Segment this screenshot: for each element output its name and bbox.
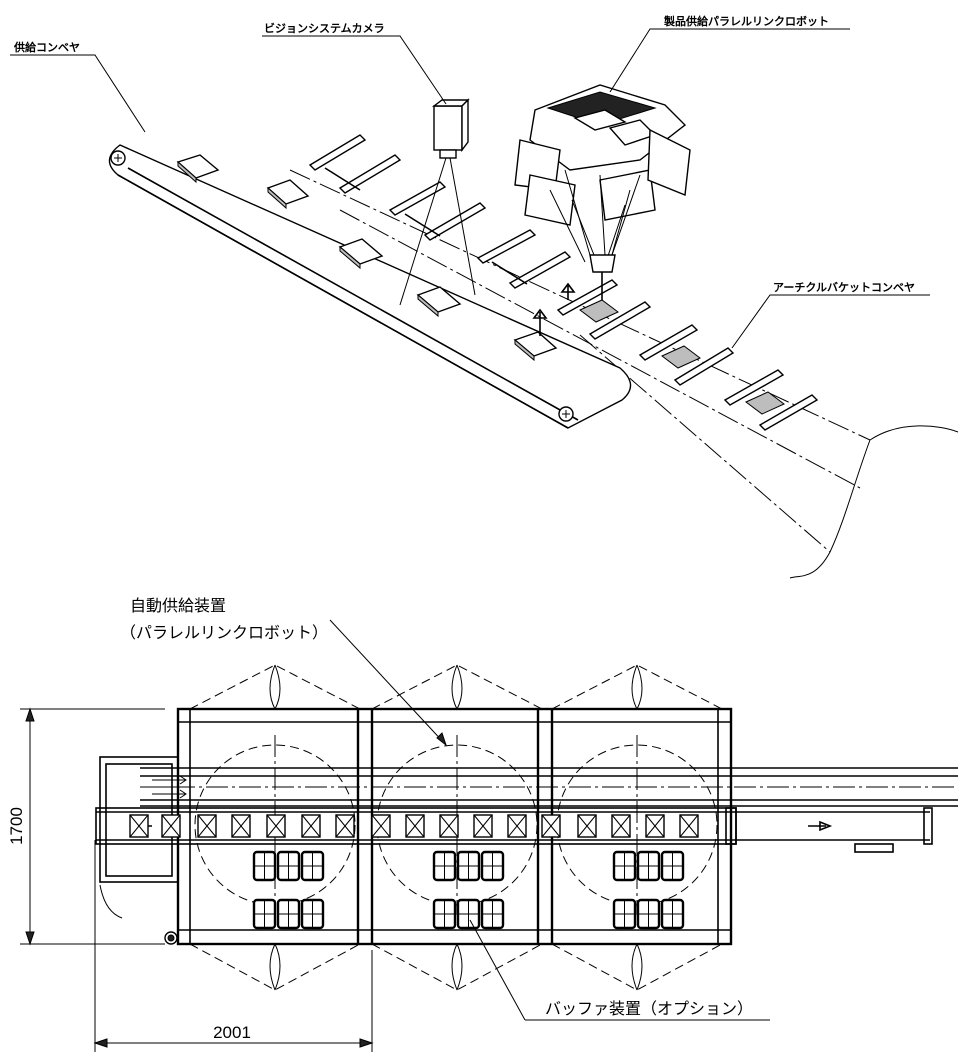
parallel-link-robot [514,84,691,300]
product-box [473,814,493,838]
product-box [405,814,425,838]
machine-frame [164,707,733,946]
supply-conveyor [108,144,632,429]
product-box [231,814,251,838]
dimension-height: 1700 [7,807,26,845]
product-box [507,814,527,838]
robot-label: 製品供給パラレルリンクロボット [663,14,829,28]
product-box [129,814,149,838]
auto-feeder-label: 自動供給装置 [130,596,226,615]
bucket-conveyor-centerlines [289,169,959,579]
leader-lines [10,28,930,349]
product-box [611,814,631,838]
buffer-tray [252,850,325,882]
product-box [301,814,321,838]
vision-camera-label: ビジョンシステムカメラ [264,21,385,35]
product-box [541,814,561,838]
product-box [679,814,699,838]
buffer-tray [612,850,685,882]
bucket-cradle [476,229,572,289]
product-box [335,814,355,838]
buffer-tray [432,850,505,882]
product-box [197,814,217,838]
bucket-cradle [308,134,402,194]
isometric-view: 供給コンベヤ ビジョンシステムカメラ 製品供給パラレルリンクロボット アーチクル… [10,14,959,579]
buffer-label: バッファ装置（オプション） [545,999,753,1018]
auto-feeder-sublabel: （パラレルリンクロボット） [120,623,328,642]
buffer-tray [252,898,325,930]
product-box [371,814,391,838]
bucket-conveyor-plan [99,756,958,883]
robot-work-areas [194,735,718,915]
bucket-cradle [723,369,819,431]
plan-leader-lines [329,619,770,1021]
camera-icon [433,105,463,151]
product-box [161,814,181,838]
buffer-tray [612,898,685,930]
product-box [266,814,286,838]
bucket-cradle [556,279,652,340]
products-on-conveyor [176,154,558,362]
buffer-tray [432,898,505,930]
vision-camera [399,98,476,306]
product-box [439,814,459,838]
supply-conveyor-label: 供給コンベヤ [13,40,80,54]
bucket-cradles [308,134,819,431]
buffer-units [252,850,685,930]
bucket-cradle [388,181,487,241]
plan-view: 自動供給装置 （パラレルリンクロボット） バッファ装置（オプション） 1700 … [7,596,958,1052]
dimension-width: 2001 [213,1023,251,1042]
bucket-cradle [638,324,735,386]
product-box [645,814,665,838]
bucket-conveyor-label: アーチクルバケットコンベヤ [773,281,915,294]
door-swing-outlines [99,664,723,991]
product-box [577,814,597,838]
product-boxes [129,814,699,838]
dimensions [20,707,374,1052]
